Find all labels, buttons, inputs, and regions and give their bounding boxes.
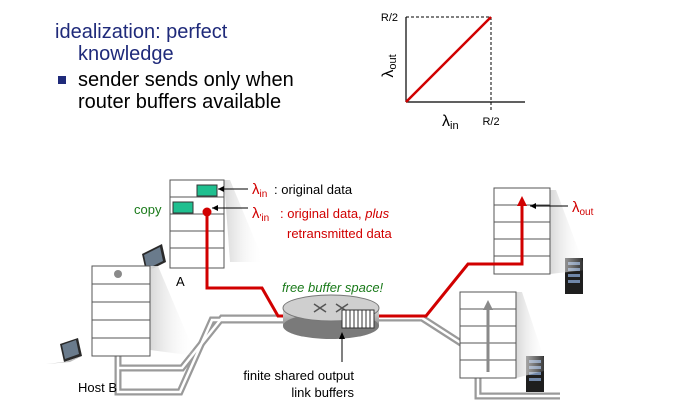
y-tick-label: R/2 bbox=[381, 12, 398, 24]
host-b-buffer bbox=[91, 265, 196, 357]
original-data-plus-label: : original data, plus bbox=[280, 206, 390, 221]
red-dot bbox=[202, 207, 212, 217]
lambda-out-label: λout bbox=[572, 199, 594, 218]
finite-buffers-line-1: finite shared output bbox=[243, 368, 354, 383]
free-buffer-label: free buffer space! bbox=[282, 280, 384, 295]
laptop-icon-a bbox=[128, 244, 166, 274]
host-a-label: A bbox=[176, 274, 185, 289]
heading-line-2: knowledge bbox=[78, 43, 174, 65]
bullet-line-1: sender sends only when bbox=[78, 69, 294, 91]
series-line bbox=[405, 16, 492, 103]
heading-line-1: idealization: perfect bbox=[55, 21, 228, 43]
host-a-buffer bbox=[169, 179, 264, 269]
gray-arrow-head bbox=[483, 300, 493, 310]
lambda-in-prime-label: λ'in bbox=[252, 205, 269, 224]
packet-original bbox=[196, 184, 218, 197]
original-data-label: : original data bbox=[274, 182, 353, 197]
laptop-icon-b bbox=[46, 338, 82, 364]
y-axis-label: λout bbox=[380, 54, 399, 77]
output-link-buffer bbox=[341, 309, 375, 329]
bullet-marker bbox=[58, 76, 66, 84]
packet-copy bbox=[172, 201, 194, 214]
x-axis-label: λin bbox=[442, 113, 459, 132]
destination-buffer-bottom bbox=[459, 291, 548, 379]
finite-buffers-line-2: link buffers bbox=[291, 385, 354, 400]
throughput-chart: R/2 R/2 λout λin bbox=[380, 12, 525, 132]
retransmitted-data-label: retransmitted data bbox=[287, 226, 393, 241]
lambda-in-label: λin bbox=[252, 181, 267, 200]
x-tick-label: R/2 bbox=[482, 116, 499, 128]
bullet-line-2: router buffers available bbox=[78, 91, 281, 113]
red-arrow-head bbox=[517, 196, 527, 206]
copy-label: copy bbox=[134, 202, 162, 217]
host-b-label: Host B bbox=[78, 380, 117, 395]
svg-text:λout: λout bbox=[380, 54, 399, 77]
